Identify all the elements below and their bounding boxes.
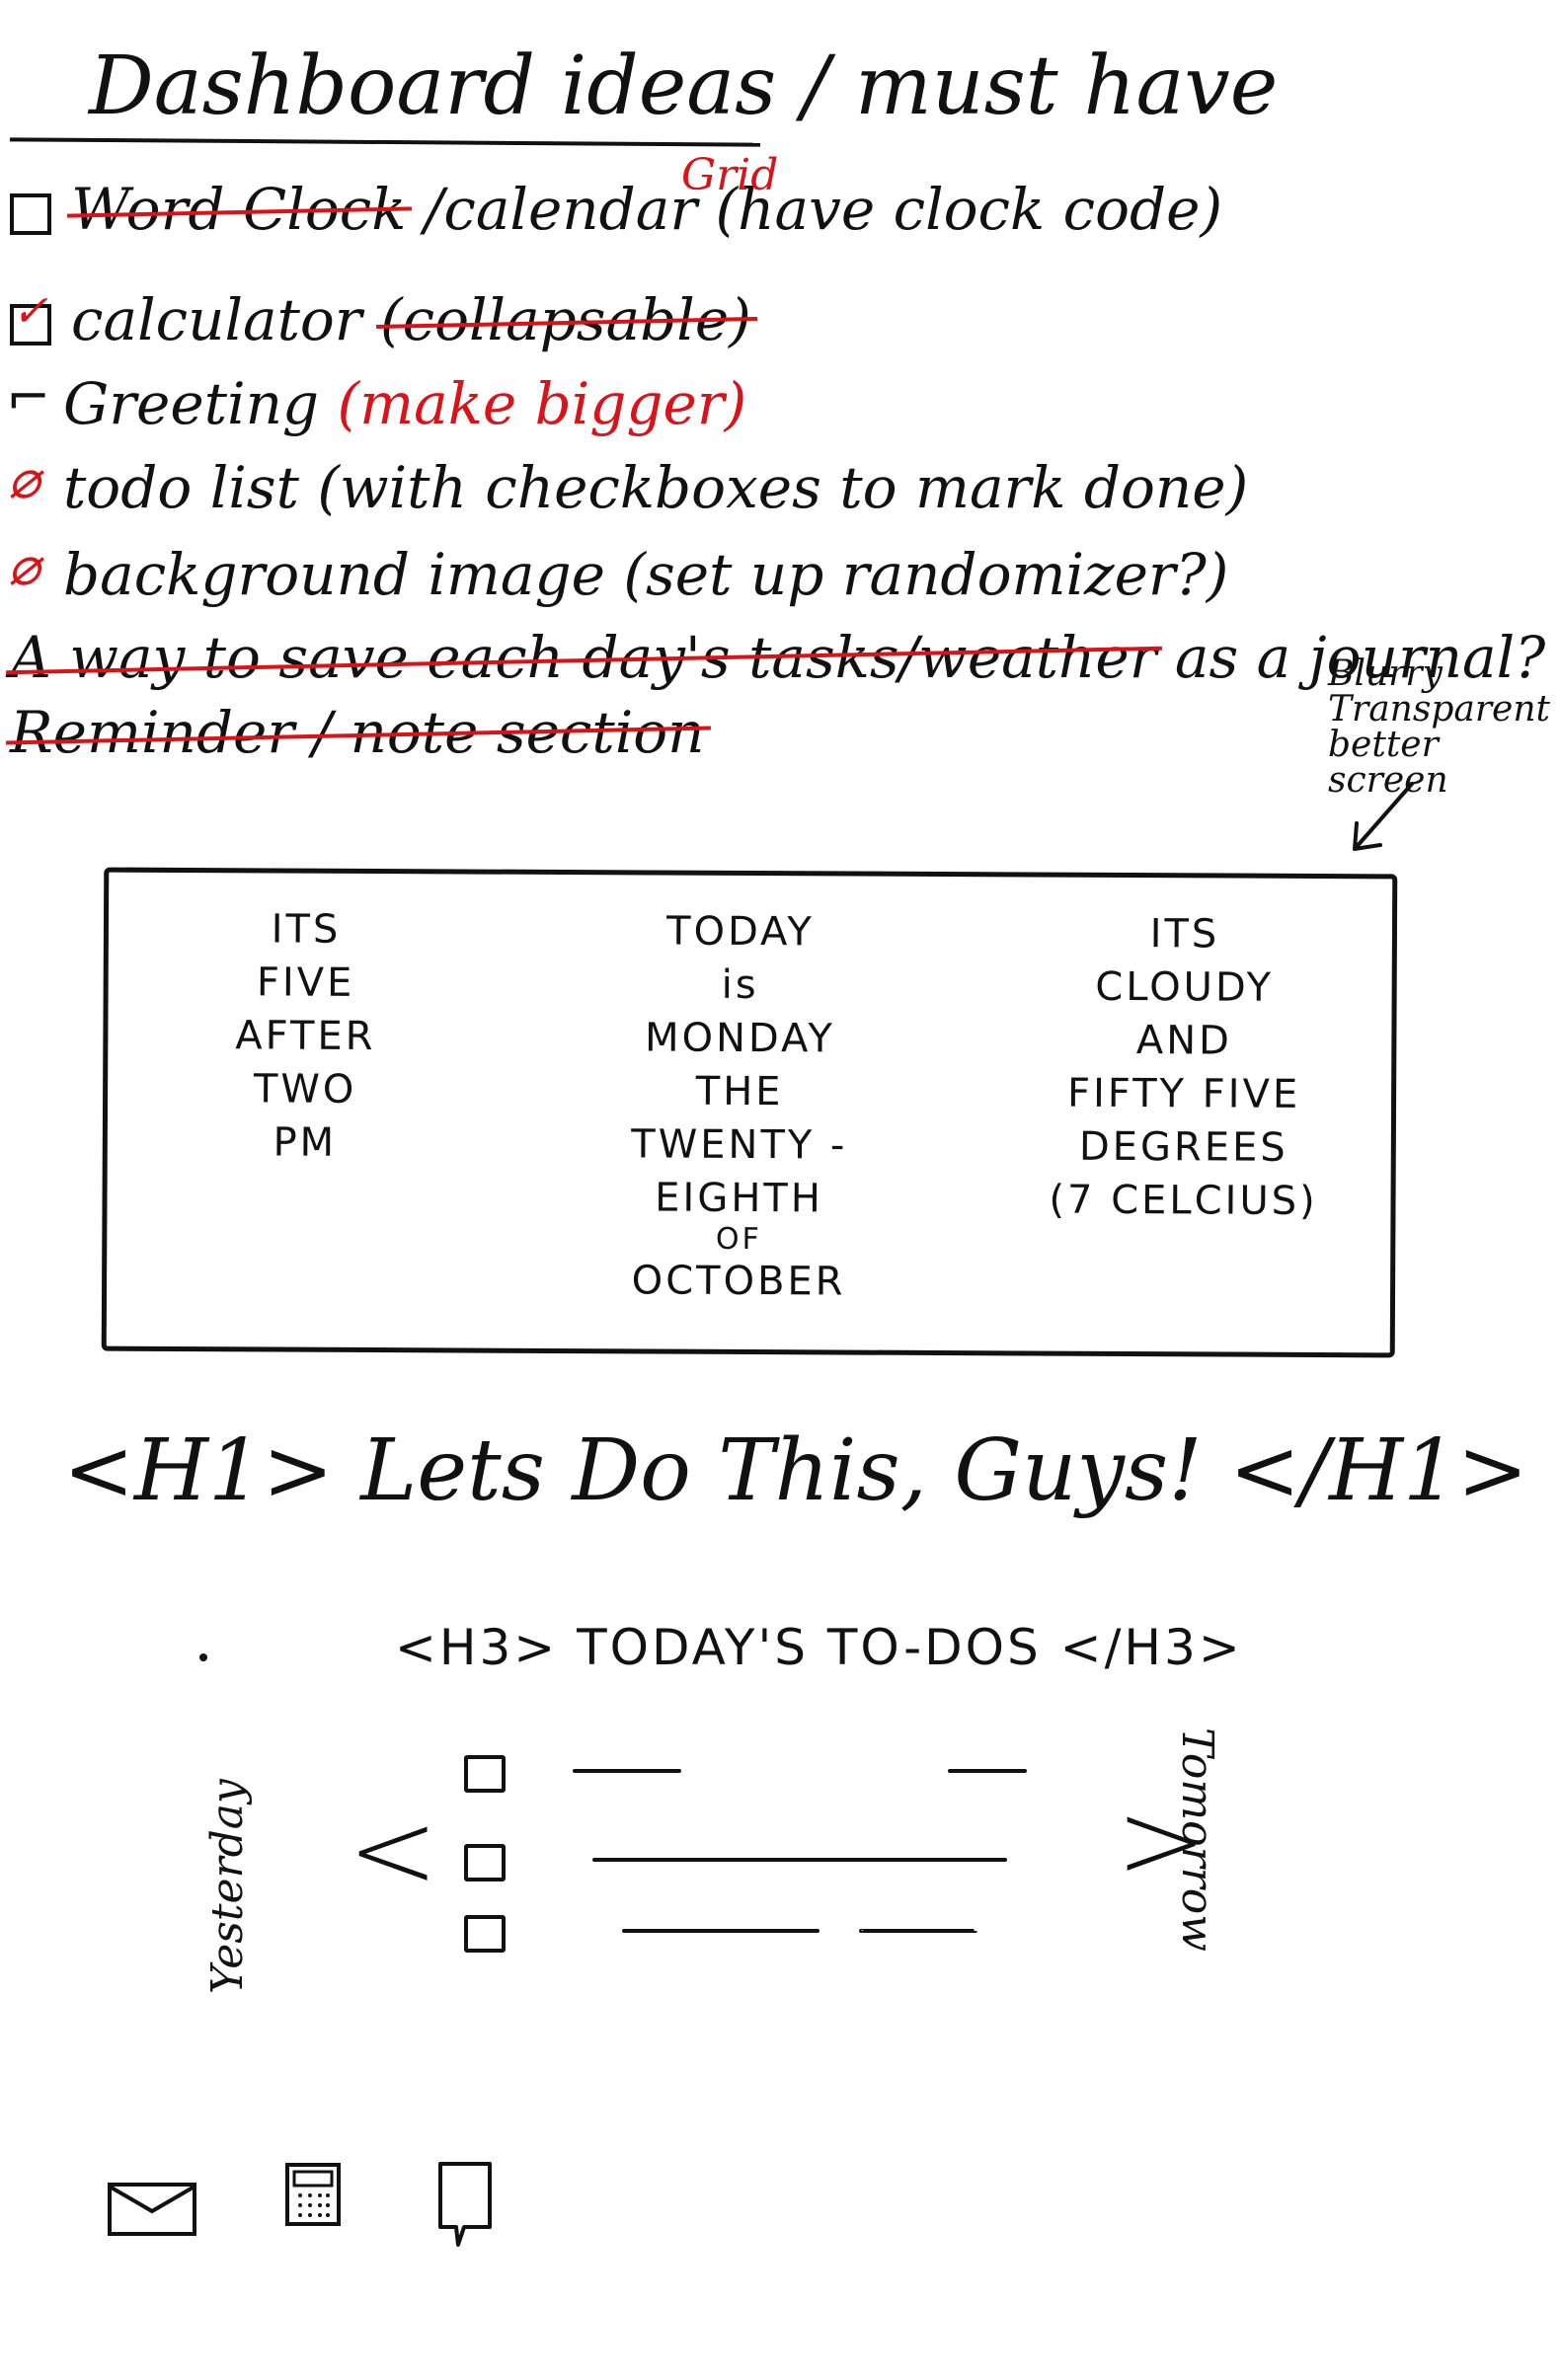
previous-day-arrow[interactable]: < [348, 1787, 439, 1913]
yesterday-label: Yesterday [202, 1779, 253, 1994]
idea-text: /calendar [406, 176, 698, 243]
grid-annotation: Grid [681, 150, 779, 200]
idea-item-todo-list: todo list (with checkboxes to mark done) [8, 448, 1249, 533]
note-icon[interactable] [434, 2160, 496, 2249]
idea-tail: (have clock code) [697, 176, 1223, 243]
idea-text: Greeting [63, 370, 338, 437]
title-underline [9, 137, 761, 147]
sketch-line: (7 CELCIUS) [1049, 1177, 1318, 1225]
idea-text: calculator [71, 286, 380, 353]
todo-placeholder-line [859, 1929, 977, 1933]
idea-struck-text: (collapsable) [379, 286, 751, 353]
idea-text: todo list (with checkboxes to mark done) [63, 454, 1249, 521]
idea-item-greeting: Greeting (make bigger) [6, 366, 747, 449]
idea-item-reminder: Reminder / note section [10, 699, 705, 778]
todo-heading: <H3> TODAY'S TO-DOS </H3> [395, 1619, 1243, 1676]
sketch-line: MONDAY [644, 1015, 835, 1062]
sketch-line: ITS [1149, 911, 1220, 958]
todo-placeholder-line [622, 1929, 820, 1933]
todo-row [464, 1915, 1056, 1955]
sketch-line: TODAY [665, 908, 815, 956]
sketch-line: THE [695, 1068, 784, 1115]
sketch-line: AND [1135, 1018, 1233, 1064]
sketch-line: OF [715, 1221, 762, 1258]
todo-checkbox[interactable] [464, 1844, 506, 1881]
side-annotation: Blurry Transparent better screen [1328, 653, 1551, 801]
sketch-line: ITS [271, 906, 342, 953]
todo-row [464, 1755, 1056, 1795]
idea-item-background: background image (set up randomizer?) [8, 535, 1229, 620]
tomorrow-label: Tomorrow [1172, 1727, 1222, 1952]
checked-box-icon [10, 286, 51, 345]
hook-mark-icon [6, 366, 50, 428]
dashboard-sketch-frame: ITS FIVE AFTER TWO PM TODAY is MONDAY TH… [101, 867, 1398, 1358]
weather-column: ITS CLOUDY AND FIFTY FIVE DEGREES (7 CEL… [995, 906, 1372, 1228]
sketch-line: is [721, 961, 759, 1009]
sketch-line: FIVE [256, 960, 355, 1006]
unchecked-box-icon [10, 192, 51, 235]
todo-checkbox[interactable] [464, 1915, 506, 1953]
todo-placeholder-line [592, 1858, 1007, 1862]
idea-item-calculator: calculator (collapsable) [10, 286, 751, 365]
annotation-arrow-icon [1353, 782, 1414, 851]
red-mark-icon [8, 448, 43, 510]
todo-checkbox[interactable] [464, 1755, 506, 1793]
idea-red-note: (make bigger) [337, 370, 747, 437]
greeting-heading: <H1> Lets Do This, Guys! </H1> [63, 1421, 1528, 1520]
stray-dot [199, 1653, 207, 1661]
time-column: ITS FIVE AFTER TWO PM [167, 902, 444, 1170]
red-mark-icon [8, 535, 43, 597]
todo-row [464, 1844, 1056, 1883]
idea-item-clock: Word Clock /calendar (have clock code) [10, 176, 1222, 255]
idea-item-journal: A way to save each day's tasks/weather a… [10, 624, 1545, 703]
sketch-line: PM [273, 1119, 338, 1166]
sketch-line: OCTOBER [631, 1258, 846, 1305]
next-day-arrow[interactable]: > [1116, 1777, 1208, 1903]
idea-struck-text: Word Clock [71, 176, 407, 243]
idea-text: as a journal? [1156, 624, 1546, 691]
sketch-line: EIGHTH [655, 1175, 823, 1222]
sketch-line: TWO [253, 1066, 357, 1113]
mail-icon[interactable] [107, 2182, 197, 2237]
todo-placeholder-line [948, 1769, 1027, 1773]
page-title: Dashboard ideas / must have [89, 39, 1279, 133]
sketch-line: DEGREES [1078, 1123, 1288, 1171]
idea-struck-text: Reminder / note section [10, 699, 705, 766]
idea-struck-text: A way to save each day's tasks/weather [10, 624, 1157, 691]
sketch-line: AFTER [235, 1013, 376, 1060]
sketch-line: FIFTY FIVE [1066, 1070, 1301, 1117]
idea-text: background image (set up randomizer?) [63, 541, 1229, 608]
sketch-line: CLOUDY [1095, 963, 1275, 1011]
sketch-line: TWENTY - [631, 1121, 848, 1169]
date-column: TODAY is MONDAY THE TWENTY - EIGHTH OF O… [541, 904, 938, 1309]
todo-placeholder-line [573, 1769, 681, 1773]
calculator-icon[interactable] [284, 2162, 342, 2227]
